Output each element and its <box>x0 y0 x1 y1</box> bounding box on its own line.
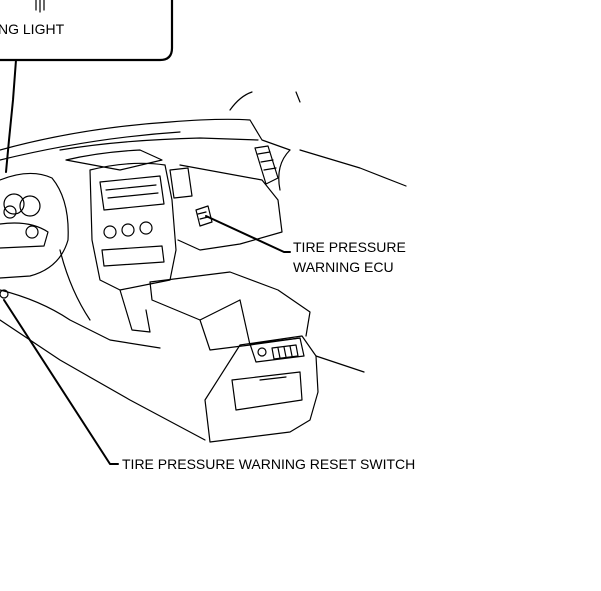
ecu-label-line1: TIRE PRESSURE <box>293 239 406 255</box>
callout-leader-line <box>5 59 17 173</box>
dashboard-illustration <box>0 91 407 443</box>
callout-label: NG LIGHT <box>0 21 65 37</box>
reset-switch-leader-line <box>3 299 119 465</box>
ecu-label-line2: WARNING ECU <box>293 259 394 275</box>
ecu-leader-line <box>205 215 291 253</box>
warning-light-callout: NG LIGHT <box>0 0 174 62</box>
reset-switch-label: TIRE PRESSURE WARNING RESET SWITCH <box>122 456 415 472</box>
